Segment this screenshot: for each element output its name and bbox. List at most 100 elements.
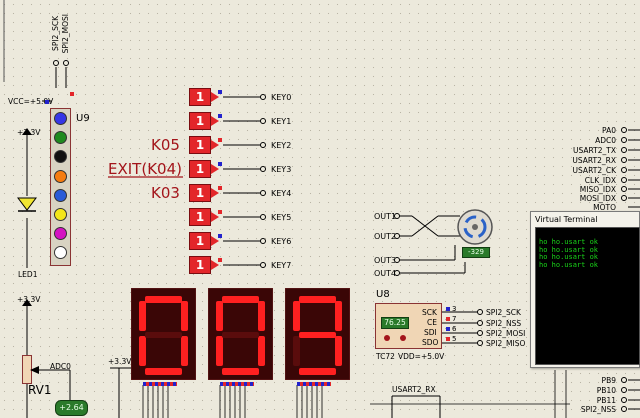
net-terminal[interactable] (621, 195, 627, 201)
motor-terminal[interactable] (394, 213, 400, 219)
tc72-net-terminal[interactable] (477, 340, 483, 346)
key3-label: KEY3 (271, 165, 292, 174)
rv1-wiper-arrow-icon (30, 366, 39, 374)
led1-supply-label: +3.3V (17, 128, 41, 137)
key3-button[interactable]: 1 (189, 160, 219, 178)
key4-button[interactable]: 1 (189, 184, 219, 202)
tc72-temperature-display: 76.25 (381, 317, 409, 329)
tc72-button-icon[interactable] (400, 335, 406, 341)
key6-terminal[interactable] (260, 238, 266, 244)
net-terminal[interactable] (621, 397, 627, 403)
led-bar-u9[interactable] (50, 108, 71, 266)
virtual-terminal-title[interactable]: Virtual Terminal (535, 215, 598, 224)
pin-marker (446, 307, 450, 311)
led-bar-pin-terminal[interactable] (63, 60, 69, 66)
segment-on (181, 336, 188, 366)
motor-out-label: OUT4 (374, 269, 397, 278)
pin-marker (45, 100, 49, 104)
segment-on (258, 301, 265, 331)
led-bar-supply-label: VCC=+5.0V (8, 97, 54, 106)
segment-on (293, 301, 300, 331)
net-terminal[interactable] (621, 167, 627, 173)
motor-position-readout: -329 (462, 247, 490, 258)
pin-marker (446, 327, 450, 331)
tc72-net-terminal[interactable] (477, 330, 483, 336)
led-bar-segment (54, 227, 67, 241)
key7-terminal[interactable] (260, 262, 266, 268)
key2-button[interactable]: 1 (189, 136, 219, 154)
key0-button[interactable]: 1 (189, 88, 219, 106)
net-label-pb11: PB11 (596, 396, 616, 405)
virtual-terminal-window[interactable]: Virtual Terminal ho ho.usart ok ho ho.us… (530, 211, 640, 368)
net-terminal[interactable] (621, 137, 627, 143)
key2-label: KEY2 (271, 141, 292, 150)
segment-pin-strip (297, 382, 331, 386)
key-annotation-k05: K05 (151, 136, 180, 154)
led-bar-segment (54, 208, 67, 221)
rv1-net-label: ADC0 (50, 362, 71, 371)
usart-net-label: USART2_RX (392, 385, 436, 394)
tc72-button-icon[interactable] (384, 335, 390, 341)
tc72-net-terminal[interactable] (477, 320, 483, 326)
terminal-line: ho ho.usart ok (539, 253, 599, 261)
segment-on (258, 336, 265, 366)
net-terminal[interactable] (621, 387, 627, 393)
seven-segment-digit (285, 288, 350, 380)
motor-terminal[interactable] (394, 257, 400, 263)
led1-diode-icon[interactable] (15, 196, 39, 218)
motor-out-label: OUT3 (374, 256, 397, 265)
key4-terminal[interactable] (260, 190, 266, 196)
tc72-net-terminal[interactable] (477, 309, 483, 315)
net-terminal[interactable] (621, 127, 627, 133)
segment-off (222, 332, 259, 338)
key1-terminal[interactable] (260, 118, 266, 124)
net-label-pa0: PA0 (602, 126, 616, 135)
segment-on (299, 368, 336, 375)
segment-on (216, 301, 223, 331)
seven-segment-digit (208, 288, 273, 380)
tc72-net-label: SPI2_MISO (486, 339, 526, 348)
net-terminal[interactable] (621, 377, 627, 383)
segment-on (222, 368, 259, 375)
stepper-motor-icon[interactable] (456, 208, 494, 246)
motor-out-label: OUT2 (374, 232, 397, 241)
net-terminal[interactable] (621, 157, 627, 163)
led-bar-pin-label: SPI2_SCK (51, 16, 60, 51)
rv1-supply-label: +3.3V (17, 295, 41, 304)
key2-terminal[interactable] (260, 142, 266, 148)
motor-terminal[interactable] (394, 270, 400, 276)
key3-terminal[interactable] (260, 166, 266, 172)
tc72-part-label: TC72 (376, 352, 395, 361)
net-terminal[interactable] (621, 147, 627, 153)
net-label-usart2-ck: USART2_CK (572, 166, 616, 175)
key5-terminal[interactable] (260, 214, 266, 220)
net-terminal[interactable] (621, 177, 627, 183)
key0-terminal[interactable] (260, 94, 266, 100)
net-terminal[interactable] (621, 186, 627, 192)
led-bar-segment (54, 169, 67, 183)
key1-label: KEY1 (271, 117, 292, 126)
key5-button[interactable]: 1 (189, 208, 219, 226)
key4-label: KEY4 (271, 189, 292, 198)
net-label-adc0: ADC0 (595, 136, 616, 145)
net-label-clk-idx: CLK_IDX (584, 176, 616, 185)
segment-on (139, 301, 146, 331)
net-terminal[interactable] (621, 406, 627, 412)
pin-marker (218, 258, 222, 262)
motor-terminal[interactable] (394, 233, 400, 239)
virtual-terminal-screen[interactable]: ho ho.usart ok ho ho.usart ok ho ho.usar… (535, 227, 640, 365)
tc72-sensor-body[interactable] (375, 303, 442, 349)
rv1-voltmeter-readout: +2.64 (55, 400, 88, 416)
key7-label: KEY7 (271, 261, 292, 270)
led-bar-pin-terminal[interactable] (53, 60, 59, 66)
net-label-usart2-rx: USART2_RX (572, 156, 616, 165)
key1-button[interactable]: 1 (189, 112, 219, 130)
key6-button[interactable]: 1 (189, 232, 219, 250)
terminal-line: ho ho.usart ok (539, 238, 599, 246)
segment-off (145, 332, 182, 338)
segment-off (293, 336, 300, 366)
tc72-pin-label: SDO (422, 338, 439, 347)
key7-button[interactable]: 1 (189, 256, 219, 274)
virtual-terminal-output: ho ho.usart ok ho ho.usart ok ho ho.usar… (539, 238, 599, 269)
